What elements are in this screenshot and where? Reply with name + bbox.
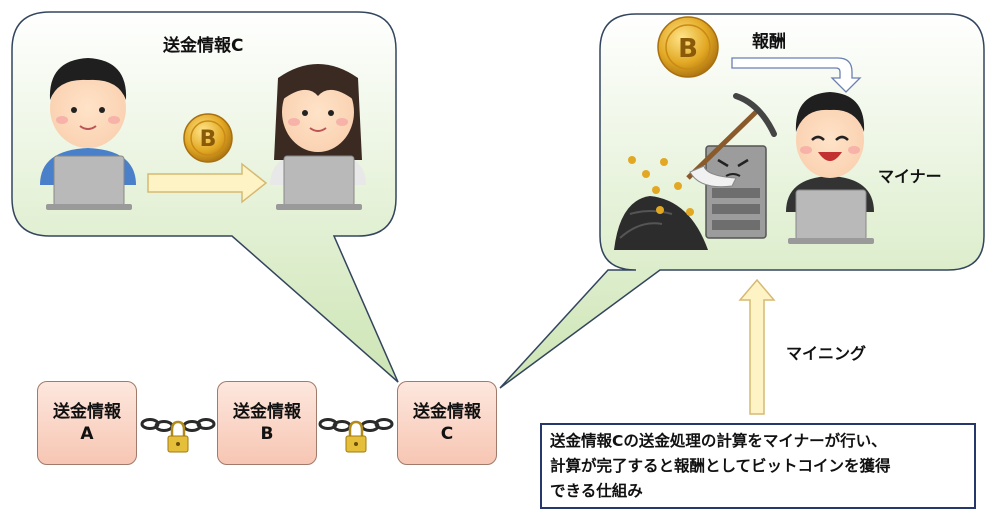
pickaxe-icon — [686, 93, 777, 188]
miner-person-icon — [786, 92, 874, 244]
block-c-id: C — [440, 424, 454, 444]
receiver-person-icon — [270, 64, 366, 210]
explanation-line-2: 計算が完了すると報酬としてビットコインを獲得 — [550, 457, 891, 475]
bitcoin-icon: B — [657, 16, 719, 78]
server-icon — [705, 145, 767, 239]
reward-arrow — [731, 57, 862, 93]
mining-arrow — [738, 278, 776, 415]
padlock-icon — [345, 420, 367, 453]
explanation-line-1: 送金情報Cの送金処理の計算をマイナーが行い、 — [550, 432, 887, 450]
reward-label: 報酬 — [752, 32, 786, 52]
mining-label: マイニング — [786, 344, 867, 363]
coal-pile-icon — [614, 156, 708, 250]
block-b-title: 送金情報 — [233, 401, 301, 422]
explanation-box: 送金情報Cの送金処理の計算をマイナーが行い、 計算が完了すると報酬としてビットコ… — [540, 423, 976, 509]
padlock-icon — [167, 420, 189, 453]
block-a: 送金情報 A — [37, 381, 137, 465]
svg-text:B: B — [200, 127, 217, 152]
block-c: 送金情報 C — [397, 381, 497, 465]
svg-text:B: B — [678, 34, 698, 64]
block-a-title: 送金情報 — [53, 401, 121, 422]
miner-label: マイナー — [878, 167, 942, 186]
block-b: 送金情報 B — [217, 381, 317, 465]
block-a-id: A — [80, 424, 94, 444]
block-c-title: 送金情報 — [413, 401, 481, 422]
left-bubble-title: 送金情報C — [163, 36, 244, 56]
bitcoin-icon: B — [183, 113, 233, 163]
chain-icon — [140, 418, 216, 432]
transfer-arrow — [147, 162, 268, 204]
sender-person-icon — [40, 58, 136, 210]
explanation-line-3: できる仕組み — [550, 482, 643, 500]
block-b-id: B — [260, 424, 274, 444]
